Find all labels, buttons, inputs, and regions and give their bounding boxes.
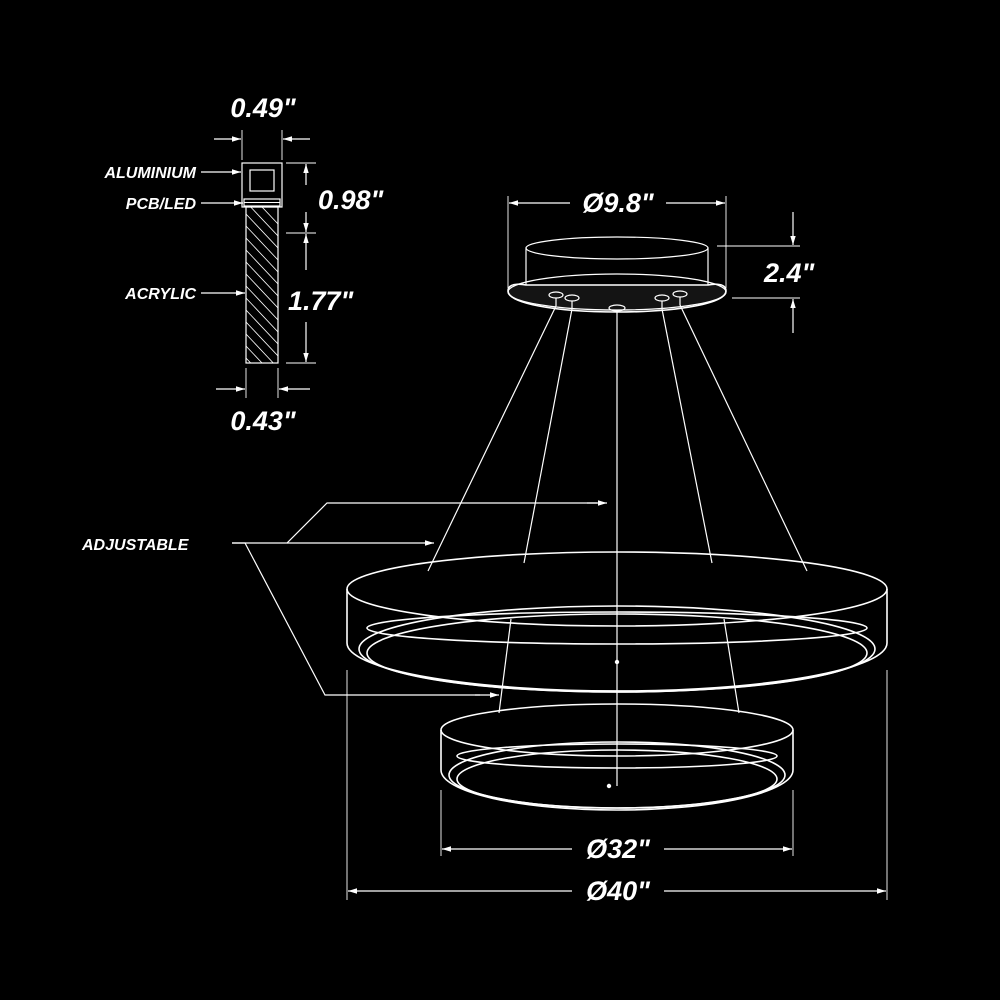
hatch-line (250, 207, 278, 237)
hatch-line (246, 273, 278, 309)
hatch-line (246, 321, 278, 357)
cable-gripper-5 (672, 290, 688, 305)
lower-ring (440, 703, 794, 811)
hatch-line (246, 285, 278, 321)
dim-canopy-height: 2.4" (763, 258, 816, 288)
cable-gripper-4 (654, 294, 670, 309)
hatch-line (246, 309, 278, 345)
cross-section-profile: 0.49" 0.98" 1.77" 0.43" ALUMINIUM PCB/LE… (103, 93, 384, 436)
hatch-line (246, 237, 278, 273)
dim-top-height: 0.98" (318, 185, 385, 215)
cable-gripper-1 (548, 291, 564, 306)
label-aluminium: ALUMINIUM (103, 165, 196, 182)
suspension-cables (427, 304, 808, 786)
hatch-line (261, 207, 278, 225)
label-adjustable: ADJUSTABLE (81, 537, 190, 554)
hatch-line (246, 261, 278, 297)
cable-gripper-2 (564, 294, 580, 309)
adjustable-callout: ADJUSTABLE (81, 500, 607, 698)
hatch-line (246, 225, 278, 261)
hatch-line (246, 333, 274, 363)
upper-ring (346, 551, 888, 693)
acrylic-hatching (246, 207, 278, 404)
hatch-line (246, 370, 278, 404)
cable-gripper-3 (608, 304, 626, 318)
canopy: Ø9.8" 2.4" (507, 188, 816, 333)
dim-upper-ring-diameter: Ø40" (586, 876, 651, 906)
label-pcb-led: PCB/LED (126, 196, 197, 213)
dim-top-width: 0.49" (230, 93, 297, 123)
dim-canopy-diameter: Ø9.8" (582, 188, 655, 218)
hatch-line (246, 297, 278, 333)
ring-dimensions: Ø32" Ø40" (346, 670, 888, 906)
dim-acrylic-height: 1.77" (288, 286, 355, 316)
hatch-line (246, 345, 263, 363)
hatch-line (246, 213, 278, 249)
aluminium-inner-cavity (249, 169, 275, 192)
dim-bottom-width: 0.43" (230, 406, 297, 436)
hatch-line (246, 249, 278, 285)
dim-lower-ring-diameter: Ø32" (586, 834, 651, 864)
label-acrylic: ACRYLIC (124, 286, 196, 303)
